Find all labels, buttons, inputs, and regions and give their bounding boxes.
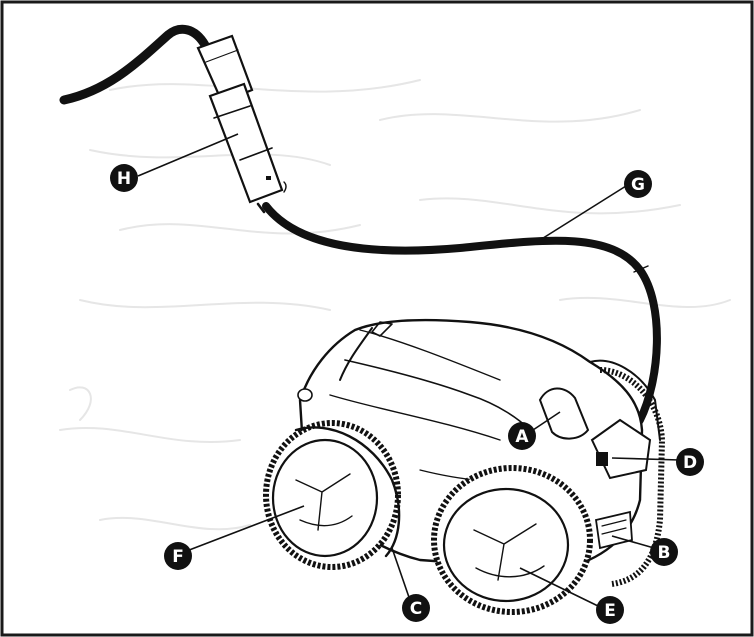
background-water-strokes <box>59 79 731 531</box>
callout-A: A <box>508 422 536 450</box>
callout-label-A: A <box>515 427 529 447</box>
callout-label-C: C <box>410 599 422 619</box>
callout-label-E: E <box>604 601 616 621</box>
callout-E: E <box>596 596 624 624</box>
callout-G: G <box>624 170 652 198</box>
brush-ring-icon <box>294 426 401 558</box>
callout-B: B <box>650 538 678 566</box>
leader-lines <box>137 133 681 607</box>
callout-H: H <box>110 164 138 192</box>
swivel-icon <box>196 34 287 214</box>
callout-label-B: B <box>658 543 671 563</box>
callout-F: F <box>164 542 192 570</box>
front-wheel-icon <box>263 420 401 570</box>
callout-label-D: D <box>683 453 697 473</box>
callout-label-F: F <box>172 547 184 567</box>
rear-wheel-icon <box>431 465 593 615</box>
callout-C: C <box>402 594 430 622</box>
callout-label-H: H <box>117 169 131 189</box>
power-cable <box>59 24 210 105</box>
callout-D: D <box>676 448 704 476</box>
callout-label-G: G <box>631 175 645 195</box>
handle-icon <box>538 387 590 440</box>
